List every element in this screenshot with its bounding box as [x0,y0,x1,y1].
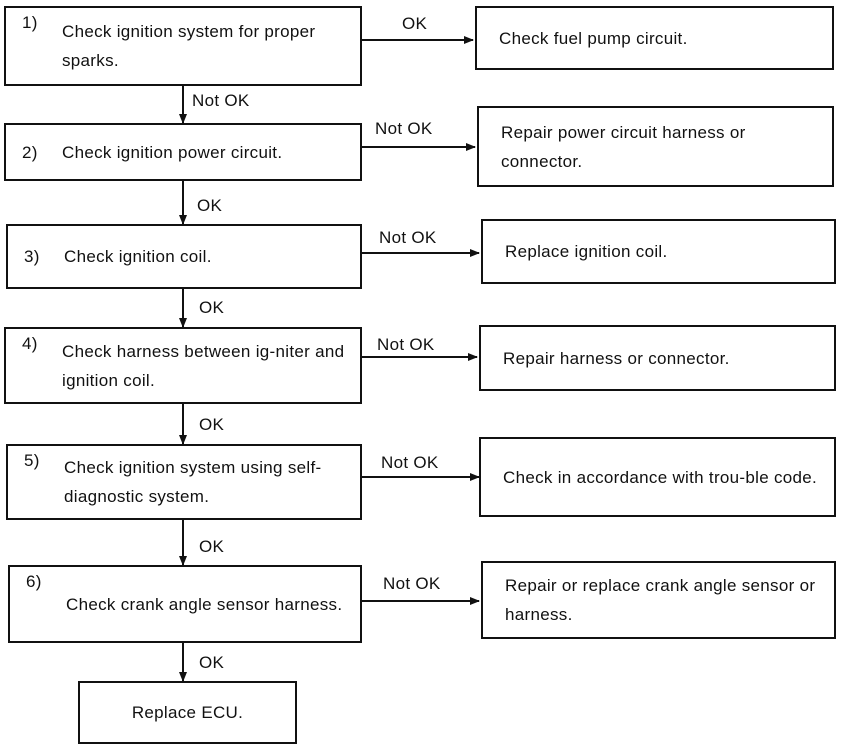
next-label-4: OK [199,415,225,434]
result-text: Repair power circuit harness or connecto… [501,122,746,171]
result-box-1: Check fuel pump circuit. [475,6,834,70]
next-label-1: Not OK [192,91,250,110]
final-text: Replace ECU. [131,703,244,722]
result-box-6: Repair or replace crank angle sensor or … [481,561,836,639]
branch-label-2: Not OK [375,119,433,138]
step-number: 2) [22,142,38,162]
step-box-5: 5) Check ignition system using self-diag… [6,444,362,520]
branch-label-6: Not OK [383,574,441,593]
result-box-3: Replace ignition coil. [481,219,836,284]
step-number: 6) [26,572,42,591]
step-text: Check ignition power circuit. [62,142,283,162]
result-box-4: Repair harness or connector. [479,325,836,391]
step-box-3: 3) Check ignition coil. [6,224,362,289]
result-text: Repair or replace crank angle sensor or … [505,576,816,624]
step-number: 1) [22,13,38,32]
result-text: Repair harness or connector. [503,348,730,368]
step-text: Check harness between ig-niter and ignit… [62,341,345,390]
step-number: 3) [24,247,40,266]
step-text: Check ignition system for proper sparks. [62,22,316,70]
step-number: 4) [22,334,38,353]
result-text: Check in accordance with trou-ble code. [503,467,818,487]
final-box: Replace ECU. [78,681,297,744]
branch-label-5: Not OK [381,453,439,472]
step-text: Check crank angle sensor harness. [66,594,343,614]
step-box-4: 4) Check harness between ig-niter and ig… [4,327,362,404]
branch-label-3: Not OK [379,228,437,247]
result-text: Replace ignition coil. [505,242,668,261]
result-text: Check fuel pump circuit. [499,28,688,48]
branch-label-4: Not OK [377,335,435,354]
next-label-2: OK [197,196,223,215]
step-text: Check ignition system using self-diagnos… [64,458,322,506]
step-box-2: 2) Check ignition power circuit. [4,123,362,181]
step-box-1: 1) Check ignition system for proper spar… [4,6,362,86]
next-label-5: OK [199,537,225,556]
result-box-5: Check in accordance with trou-ble code. [479,437,836,517]
next-label-6: OK [199,653,225,672]
result-box-2: Repair power circuit harness or connecto… [477,106,834,187]
step-box-6: 6) Check crank angle sensor harness. [8,565,362,643]
step-number: 5) [24,451,40,470]
step-text: Check ignition coil. [64,247,212,266]
next-label-3: OK [199,298,225,317]
branch-label-1: OK [402,14,428,33]
